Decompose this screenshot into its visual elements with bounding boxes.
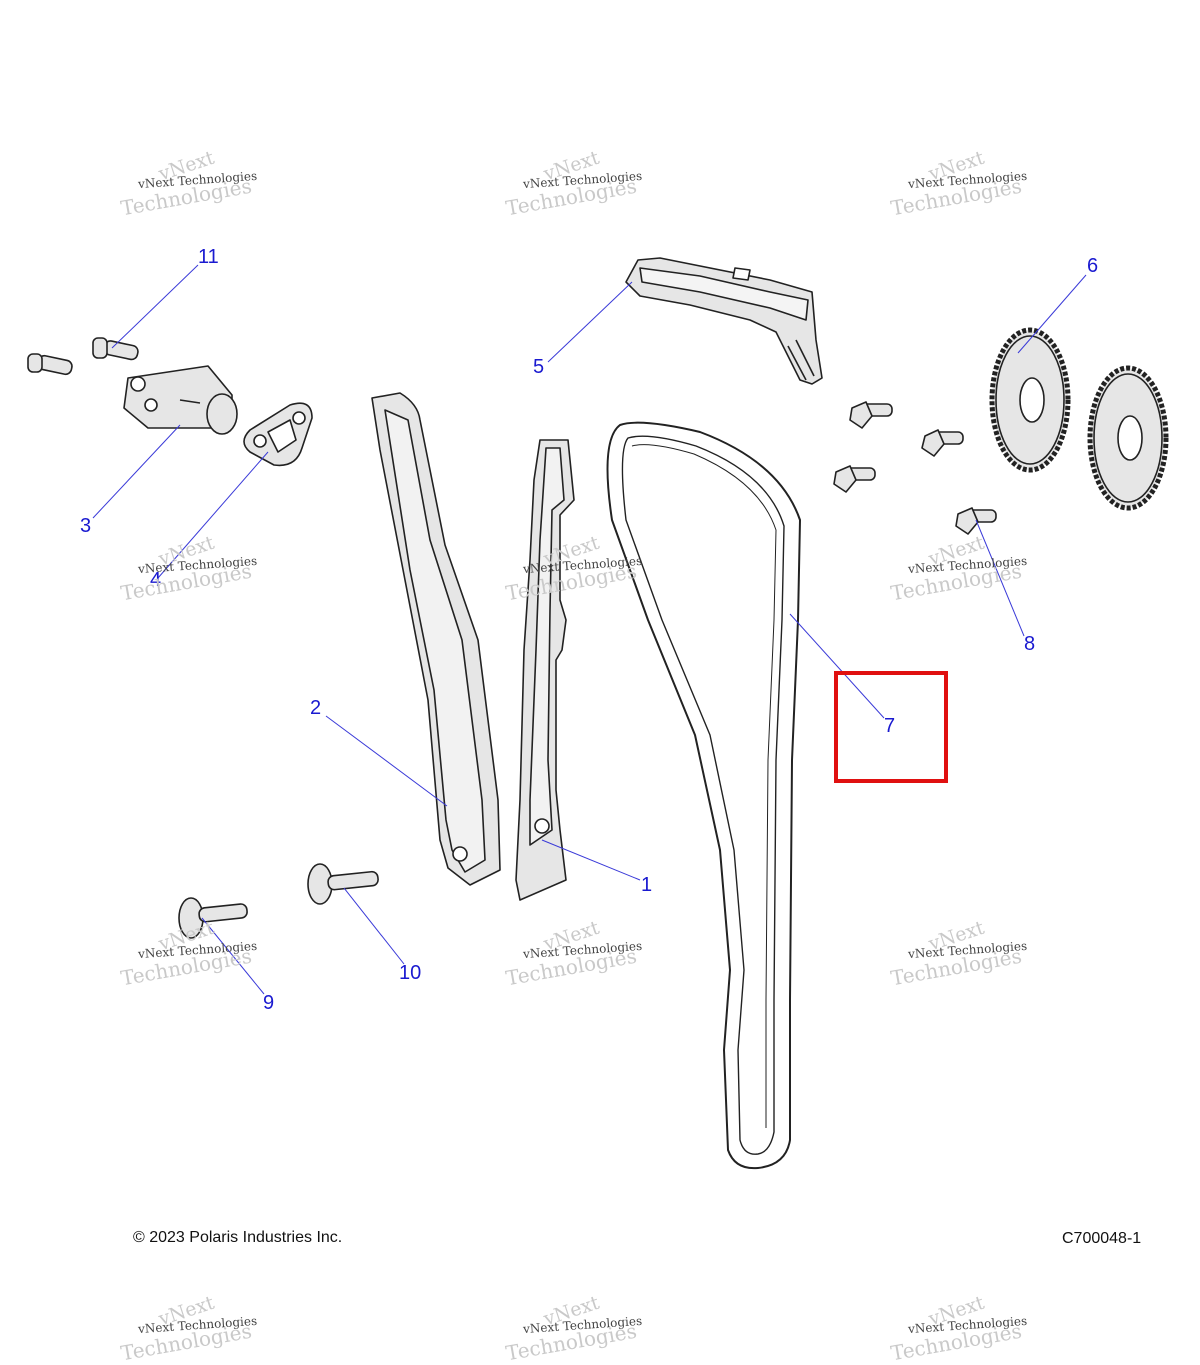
sprockets-part-6 bbox=[989, 327, 1169, 511]
copyright-text: © 2023 Polaris Industries Inc. bbox=[133, 1229, 343, 1246]
bolt-part-11 bbox=[27, 337, 139, 376]
callout-6: 6 bbox=[1087, 255, 1099, 277]
guide-part-2 bbox=[371, 392, 501, 886]
tensioner-part-3 bbox=[123, 365, 238, 435]
callout-1: 1 bbox=[641, 874, 653, 896]
callout-7: 7 bbox=[884, 715, 896, 737]
gasket-part-4 bbox=[243, 402, 313, 467]
bolt-part-9 bbox=[178, 897, 248, 939]
callout-10: 10 bbox=[399, 962, 422, 984]
callout-4: 4 bbox=[150, 569, 162, 591]
timing-chain-part-7 bbox=[606, 421, 801, 1170]
highlight-box-callout-7 bbox=[834, 671, 948, 783]
callout-9: 9 bbox=[263, 992, 275, 1014]
leader-lines bbox=[92, 264, 1087, 995]
bolts-part-8 bbox=[833, 401, 997, 535]
diagram-code: C700048-1 bbox=[1062, 1230, 1142, 1247]
guide-part-5 bbox=[625, 257, 823, 385]
callout-11: 11 bbox=[198, 246, 219, 268]
callout-8: 8 bbox=[1024, 633, 1036, 655]
callout-5: 5 bbox=[533, 356, 545, 378]
callout-3: 3 bbox=[80, 515, 92, 537]
bolt-part-10 bbox=[307, 863, 379, 905]
callout-2: 2 bbox=[310, 697, 322, 719]
guide-part-1 bbox=[515, 439, 575, 901]
